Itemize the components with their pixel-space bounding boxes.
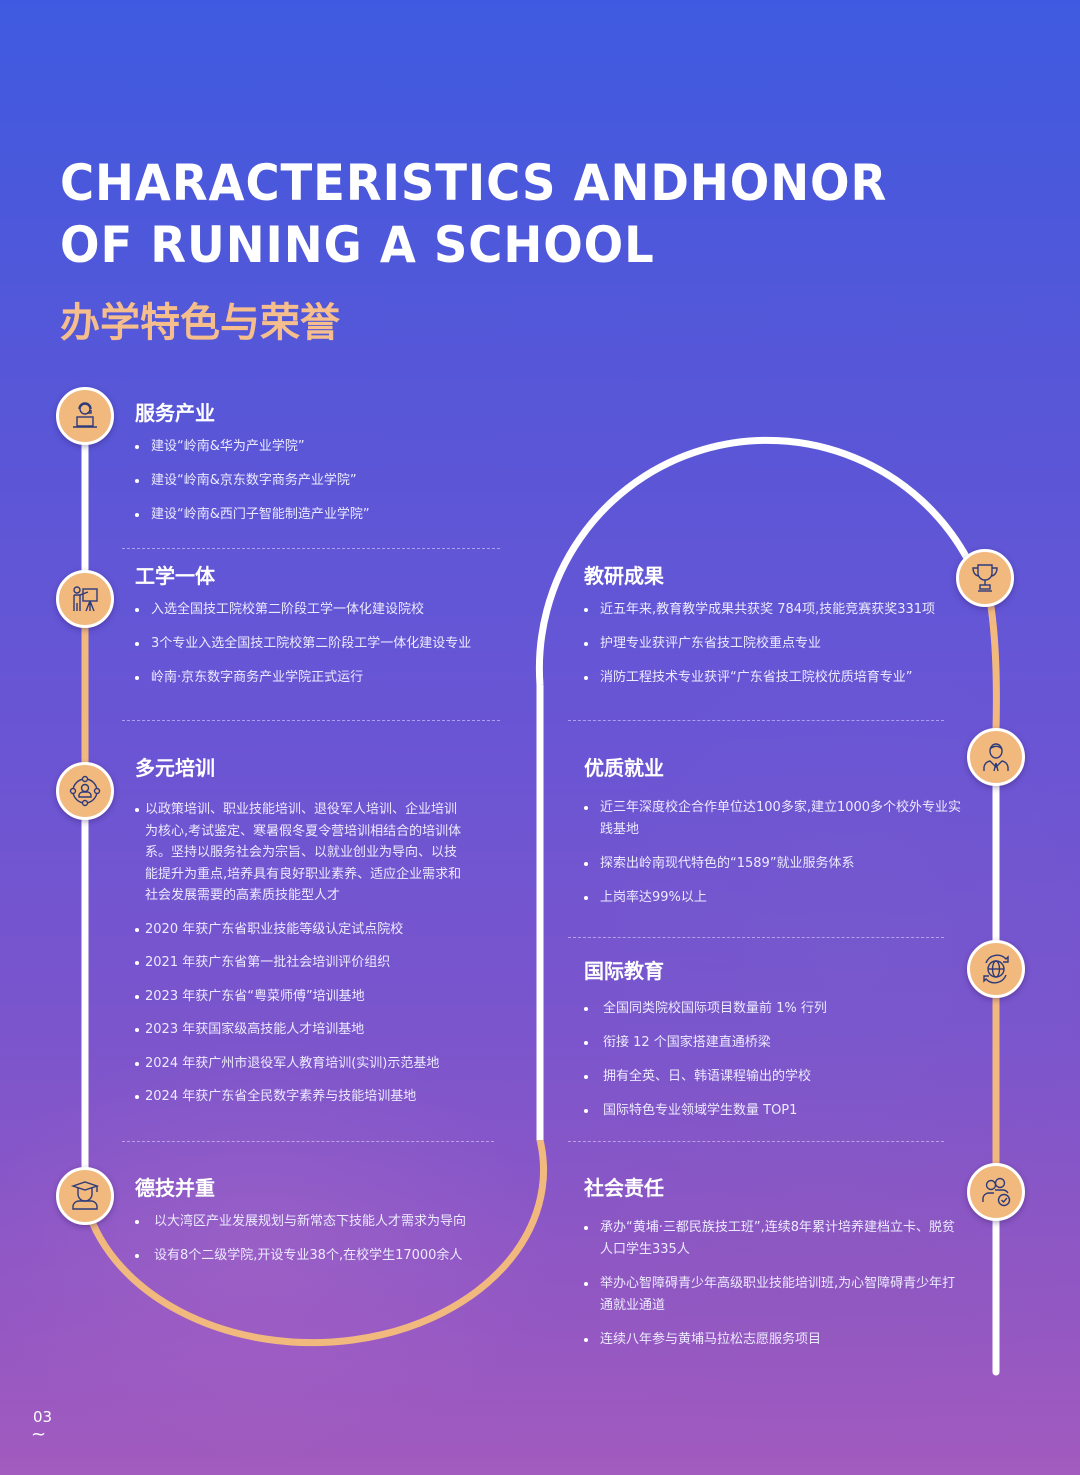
network-person-icon	[56, 762, 114, 820]
list-item: 承办“黄埔·三都民族技工班”,连续8年累计培养建档立卡、脱贫人口学生335人	[584, 1217, 956, 1261]
bullet-list: 全国同类院校国际项目数量前 1% 行列 衔接 12 个国家搭建直通桥梁 拥有全英…	[584, 998, 964, 1122]
section-title: 社会责任	[584, 1176, 664, 1200]
section-international-education: 国际教育 全国同类院校国际项目数量前 1% 行列 衔接 12 个国家搭建直通桥梁…	[584, 955, 964, 1134]
list-item: 近五年来,教育教学成果共获奖 784项,技能竞赛获奖331项	[584, 599, 969, 621]
divider	[568, 720, 944, 721]
list-item: 消防工程技术专业获评“广东省技工院校优质培育专业”	[584, 667, 969, 689]
page-title-chinese: 办学特色与荣誉	[60, 300, 340, 346]
list-item: 以大湾区产业发展规划与新常态下技能人才需求为导向	[135, 1211, 515, 1233]
section-title: 工学一体	[135, 564, 215, 588]
list-item: 2024 年获广州市退役军人教育培训(实训)示范基地	[135, 1053, 465, 1075]
section-morality-skill: 德技并重 以大湾区产业发展规划与新常态下技能人才需求为导向 设有8个二级学院,开…	[135, 1172, 515, 1279]
list-item: 岭南·京东数字商务产业学院正式运行	[135, 667, 515, 689]
page-mark-icon: ~	[31, 1424, 47, 1445]
list-item: 建设“岭南&京东数字商务产业学院”	[135, 470, 505, 492]
list-item: 建设“岭南&华为产业学院”	[135, 436, 505, 458]
teacher-presentation-icon	[56, 570, 114, 628]
bullet-list: 以大湾区产业发展规划与新常态下技能人才需求为导向 设有8个二级学院,开设专业38…	[135, 1211, 515, 1267]
page-title-english: CHARACTERISTICS ANDHONOR OF RUNING A SCH…	[60, 152, 887, 276]
title-line-1: CHARACTERISTICS ANDHONOR	[60, 154, 888, 212]
section-title: 服务产业	[135, 401, 215, 425]
bullet-list: 近三年深度校企合作单位达100多家,建立1000多个校外专业实践基地 探索出岭南…	[584, 797, 964, 909]
list-item: 2023 年获广东省“粤菜师傅”培训基地	[135, 986, 465, 1008]
trophy-icon	[956, 549, 1014, 607]
list-item: 拥有全英、日、韩语课程输出的学校	[584, 1066, 964, 1088]
title-line-2: OF RUNING A SCHOOL	[60, 216, 655, 274]
section-title: 德技并重	[135, 1176, 215, 1200]
list-item: 连续八年参与黄埔马拉松志愿服务项目	[584, 1329, 956, 1351]
list-item: 近三年深度校企合作单位达100多家,建立1000多个校外专业实践基地	[584, 797, 964, 841]
divider	[568, 937, 944, 938]
bullet-list: 近五年来,教育教学成果共获奖 784项,技能竞赛获奖331项 护理专业获评广东省…	[584, 599, 969, 689]
bullet-list: 承办“黄埔·三都民族技工班”,连续8年累计培养建档立卡、脱贫人口学生335人 举…	[584, 1217, 956, 1351]
section-work-study: 工学一体 入选全国技工院校第二阶段工学一体化建设院校 3个专业入选全国技工院校第…	[135, 560, 515, 701]
list-item: 2024 年获广东省全民数字素养与技能培训基地	[135, 1086, 465, 1108]
divider	[122, 1141, 494, 1142]
section-title: 优质就业	[584, 756, 664, 780]
list-item: 举办心智障碍青少年高级职业技能培训班,为心智障碍青少年打通就业通道	[584, 1273, 956, 1317]
list-item: 上岗率达99%以上	[584, 887, 964, 909]
bullet-list: 入选全国技工院校第二阶段工学一体化建设院校 3个专业入选全国技工院校第二阶段工学…	[135, 599, 515, 689]
bullet-list: 建设“岭南&华为产业学院” 建设“岭南&京东数字商务产业学院” 建设“岭南&西门…	[135, 436, 505, 526]
list-item: 3个专业入选全国技工院校第二阶段工学一体化建设专业	[135, 633, 515, 655]
bullet-list: 以政策培训、职业技能培训、退役军人培训、企业培训为核心,考试鉴定、寒暑假冬夏令营…	[135, 799, 465, 1108]
section-quality-employment: 优质就业 近三年深度校企合作单位达100多家,建立1000多个校外专业实践基地 …	[584, 752, 964, 921]
graduate-icon	[56, 1167, 114, 1225]
divider	[122, 548, 500, 549]
people-check-icon	[967, 1163, 1025, 1221]
list-item: 全国同类院校国际项目数量前 1% 行列	[584, 998, 964, 1020]
section-service-industry: 服务产业 建设“岭南&华为产业学院” 建设“岭南&京东数字商务产业学院” 建设“…	[135, 397, 505, 538]
section-title: 国际教育	[584, 959, 664, 983]
list-item: 探索出岭南现代特色的“1589”就业服务体系	[584, 853, 964, 875]
divider	[568, 1141, 944, 1142]
list-item: 2021 年获广东省第一批社会培训评价组织	[135, 952, 465, 974]
section-diverse-training: 多元培训 以政策培训、职业技能培训、退役军人培训、企业培训为核心,考试鉴定、寒暑…	[135, 752, 465, 1120]
list-item: 建设“岭南&西门子智能制造产业学院”	[135, 504, 505, 526]
section-title: 教研成果	[584, 564, 664, 588]
list-item: 2020 年获广东省职业技能等级认定试点院校	[135, 919, 465, 941]
list-item: 衔接 12 个国家搭建直通桥梁	[584, 1032, 964, 1054]
list-item: 以政策培训、职业技能培训、退役军人培训、企业培训为核心,考试鉴定、寒暑假冬夏令营…	[135, 799, 465, 907]
list-item: 国际特色专业领域学生数量 TOP1	[584, 1100, 964, 1122]
section-social-responsibility: 社会责任 承办“黄埔·三都民族技工班”,连续8年累计培养建档立卡、脱贫人口学生3…	[584, 1172, 956, 1363]
businessman-icon	[967, 728, 1025, 786]
list-item: 护理专业获评广东省技工院校重点专业	[584, 633, 969, 655]
customer-service-icon	[56, 387, 114, 445]
list-item: 设有8个二级学院,开设专业38个,在校学生17000余人	[135, 1245, 515, 1267]
list-item: 入选全国技工院校第二阶段工学一体化建设院校	[135, 599, 515, 621]
page-number: 03	[33, 1408, 53, 1426]
section-title: 多元培训	[135, 756, 215, 780]
divider	[122, 720, 500, 721]
globe-exchange-icon	[967, 940, 1025, 998]
list-item: 2023 年获国家级高技能人才培训基地	[135, 1019, 465, 1041]
section-research-results: 教研成果 近五年来,教育教学成果共获奖 784项,技能竞赛获奖331项 护理专业…	[584, 560, 969, 701]
